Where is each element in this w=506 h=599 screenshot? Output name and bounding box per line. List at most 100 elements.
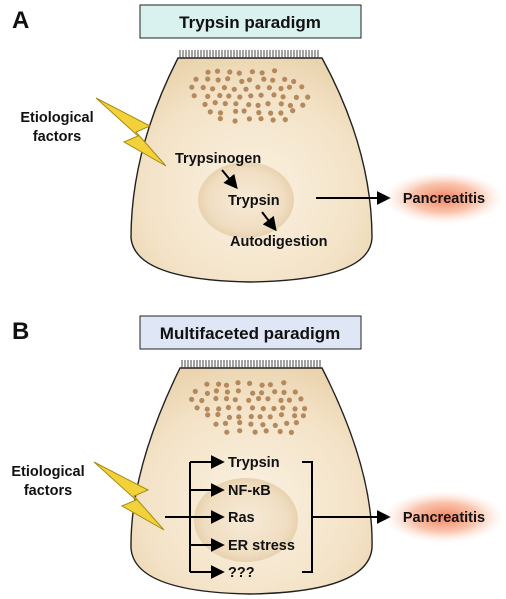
zymogen-granule [278, 110, 284, 116]
zymogen-granule [284, 420, 290, 426]
zymogen-granule [225, 76, 231, 82]
panel-a-etiology-line-1: Etiological [20, 110, 93, 126]
zymogen-granule [212, 100, 218, 106]
zymogen-granule [246, 116, 252, 122]
zymogen-granule [252, 429, 258, 435]
zymogen-granule [280, 94, 286, 100]
zymogen-granule [291, 78, 297, 85]
zymogen-granule [300, 102, 306, 108]
zymogen-granule [293, 420, 299, 426]
panel-a-microvilli [179, 50, 319, 58]
zymogen-granule [205, 76, 211, 82]
zymogen-granule [286, 397, 292, 403]
zymogen-granule [257, 414, 263, 420]
zymogen-granule [260, 406, 266, 412]
zymogen-granule [298, 396, 304, 402]
zymogen-granule [189, 84, 195, 90]
zymogen-granule [293, 94, 299, 100]
zymogen-granule [200, 84, 206, 91]
zymogen-granule [248, 421, 254, 427]
panel-a-step-trypsinogen: Trypsinogen [175, 151, 261, 167]
zymogen-granule [210, 86, 216, 92]
panel-b-pathway-er-stress: ER stress [228, 538, 295, 554]
panel-a-zymogen-granules [189, 68, 311, 124]
zymogen-granule [263, 428, 269, 434]
panel-b-pathway-unknown: ??? [228, 565, 255, 581]
panel-b-title: Multifaceted paradigm [160, 324, 340, 343]
zymogen-granule [302, 406, 308, 412]
zymogen-granule [250, 390, 256, 396]
zymogen-granule [204, 390, 210, 396]
zymogen-granule [241, 108, 247, 114]
panel-b-pathway-trypsin: Trypsin [228, 455, 280, 471]
panel-b-title-box [139, 315, 362, 350]
panel-b-pancreatitis-glow [384, 491, 504, 543]
panel-b-pathway-nfkb: NF-κB [228, 483, 271, 499]
zymogen-granule [267, 382, 273, 388]
panel-b-etiology-line-1: Etiological [11, 464, 84, 480]
zymogen-granule [233, 108, 239, 114]
zymogen-granule [213, 421, 219, 427]
zymogen-granule [205, 412, 211, 418]
zymogen-granule [292, 406, 298, 412]
arrow-icon [261, 211, 277, 232]
zymogen-granule [213, 395, 219, 402]
zymogen-granule [271, 405, 277, 412]
zymogen-granule [223, 382, 230, 388]
zymogen-granule [265, 396, 271, 402]
panel-a-letter: A [12, 7, 29, 34]
zymogen-granule [231, 86, 237, 92]
zymogen-granule [237, 419, 243, 426]
zymogen-granule [248, 413, 254, 420]
panel-b: B Multifaceted paradigm Etiological fact… [11, 315, 504, 595]
zymogen-granule [215, 411, 221, 418]
zymogen-granule [226, 93, 232, 99]
zymogen-granule [265, 101, 271, 107]
zymogen-granule [227, 69, 233, 75]
zymogen-granule [292, 413, 298, 419]
zymogen-granule [215, 77, 221, 83]
panel-a-step-trypsin: Trypsin [228, 193, 280, 209]
zymogen-granule [259, 70, 265, 76]
zymogen-granule [237, 428, 243, 434]
panel-b-zymogen-granules [189, 380, 308, 435]
panel-a-etiology-line-2: factors [33, 129, 81, 145]
zymogen-granule [217, 116, 223, 122]
zymogen-granule [287, 102, 293, 109]
panel-a-title: Trypsin paradigm [179, 13, 321, 32]
zymogen-granule [239, 78, 245, 84]
zymogen-granule [248, 93, 254, 99]
zymogen-granule [217, 110, 224, 116]
zymogen-granule [205, 69, 211, 75]
zymogen-granule [226, 414, 233, 420]
zymogen-granule [277, 428, 283, 435]
zymogen-granule [246, 102, 252, 108]
zymogen-granule [189, 396, 195, 402]
zymogen-granule [213, 388, 219, 394]
zymogen-granule [236, 70, 242, 76]
zymogen-granule [292, 389, 298, 395]
zymogen-granule [233, 101, 239, 107]
zymogen-granule [258, 116, 264, 122]
zymogen-granule [199, 397, 205, 404]
panel-a-step-autodigestion: Autodigestion [230, 234, 327, 250]
zymogen-granule [278, 85, 284, 92]
lightning-bolt-icon [95, 97, 167, 167]
zymogen-granule [260, 422, 266, 428]
zymogen-granule [191, 93, 197, 99]
panel-b-pathway-ras: Ras [228, 510, 255, 526]
zymogen-granule [249, 69, 255, 75]
zymogen-granule [299, 84, 305, 90]
panel-b-outcome: Pancreatitis [403, 510, 485, 526]
zymogen-granule [237, 94, 243, 100]
zymogen-granule [194, 405, 200, 411]
zymogen-granule [222, 101, 228, 107]
zymogen-granule [290, 108, 296, 114]
zymogen-granule [261, 76, 267, 82]
zymogen-granule [225, 404, 231, 411]
zymogen-granule [232, 118, 238, 124]
zymogen-granule [278, 101, 284, 107]
zymogen-granule [271, 92, 277, 98]
arrow-icon [221, 169, 238, 190]
